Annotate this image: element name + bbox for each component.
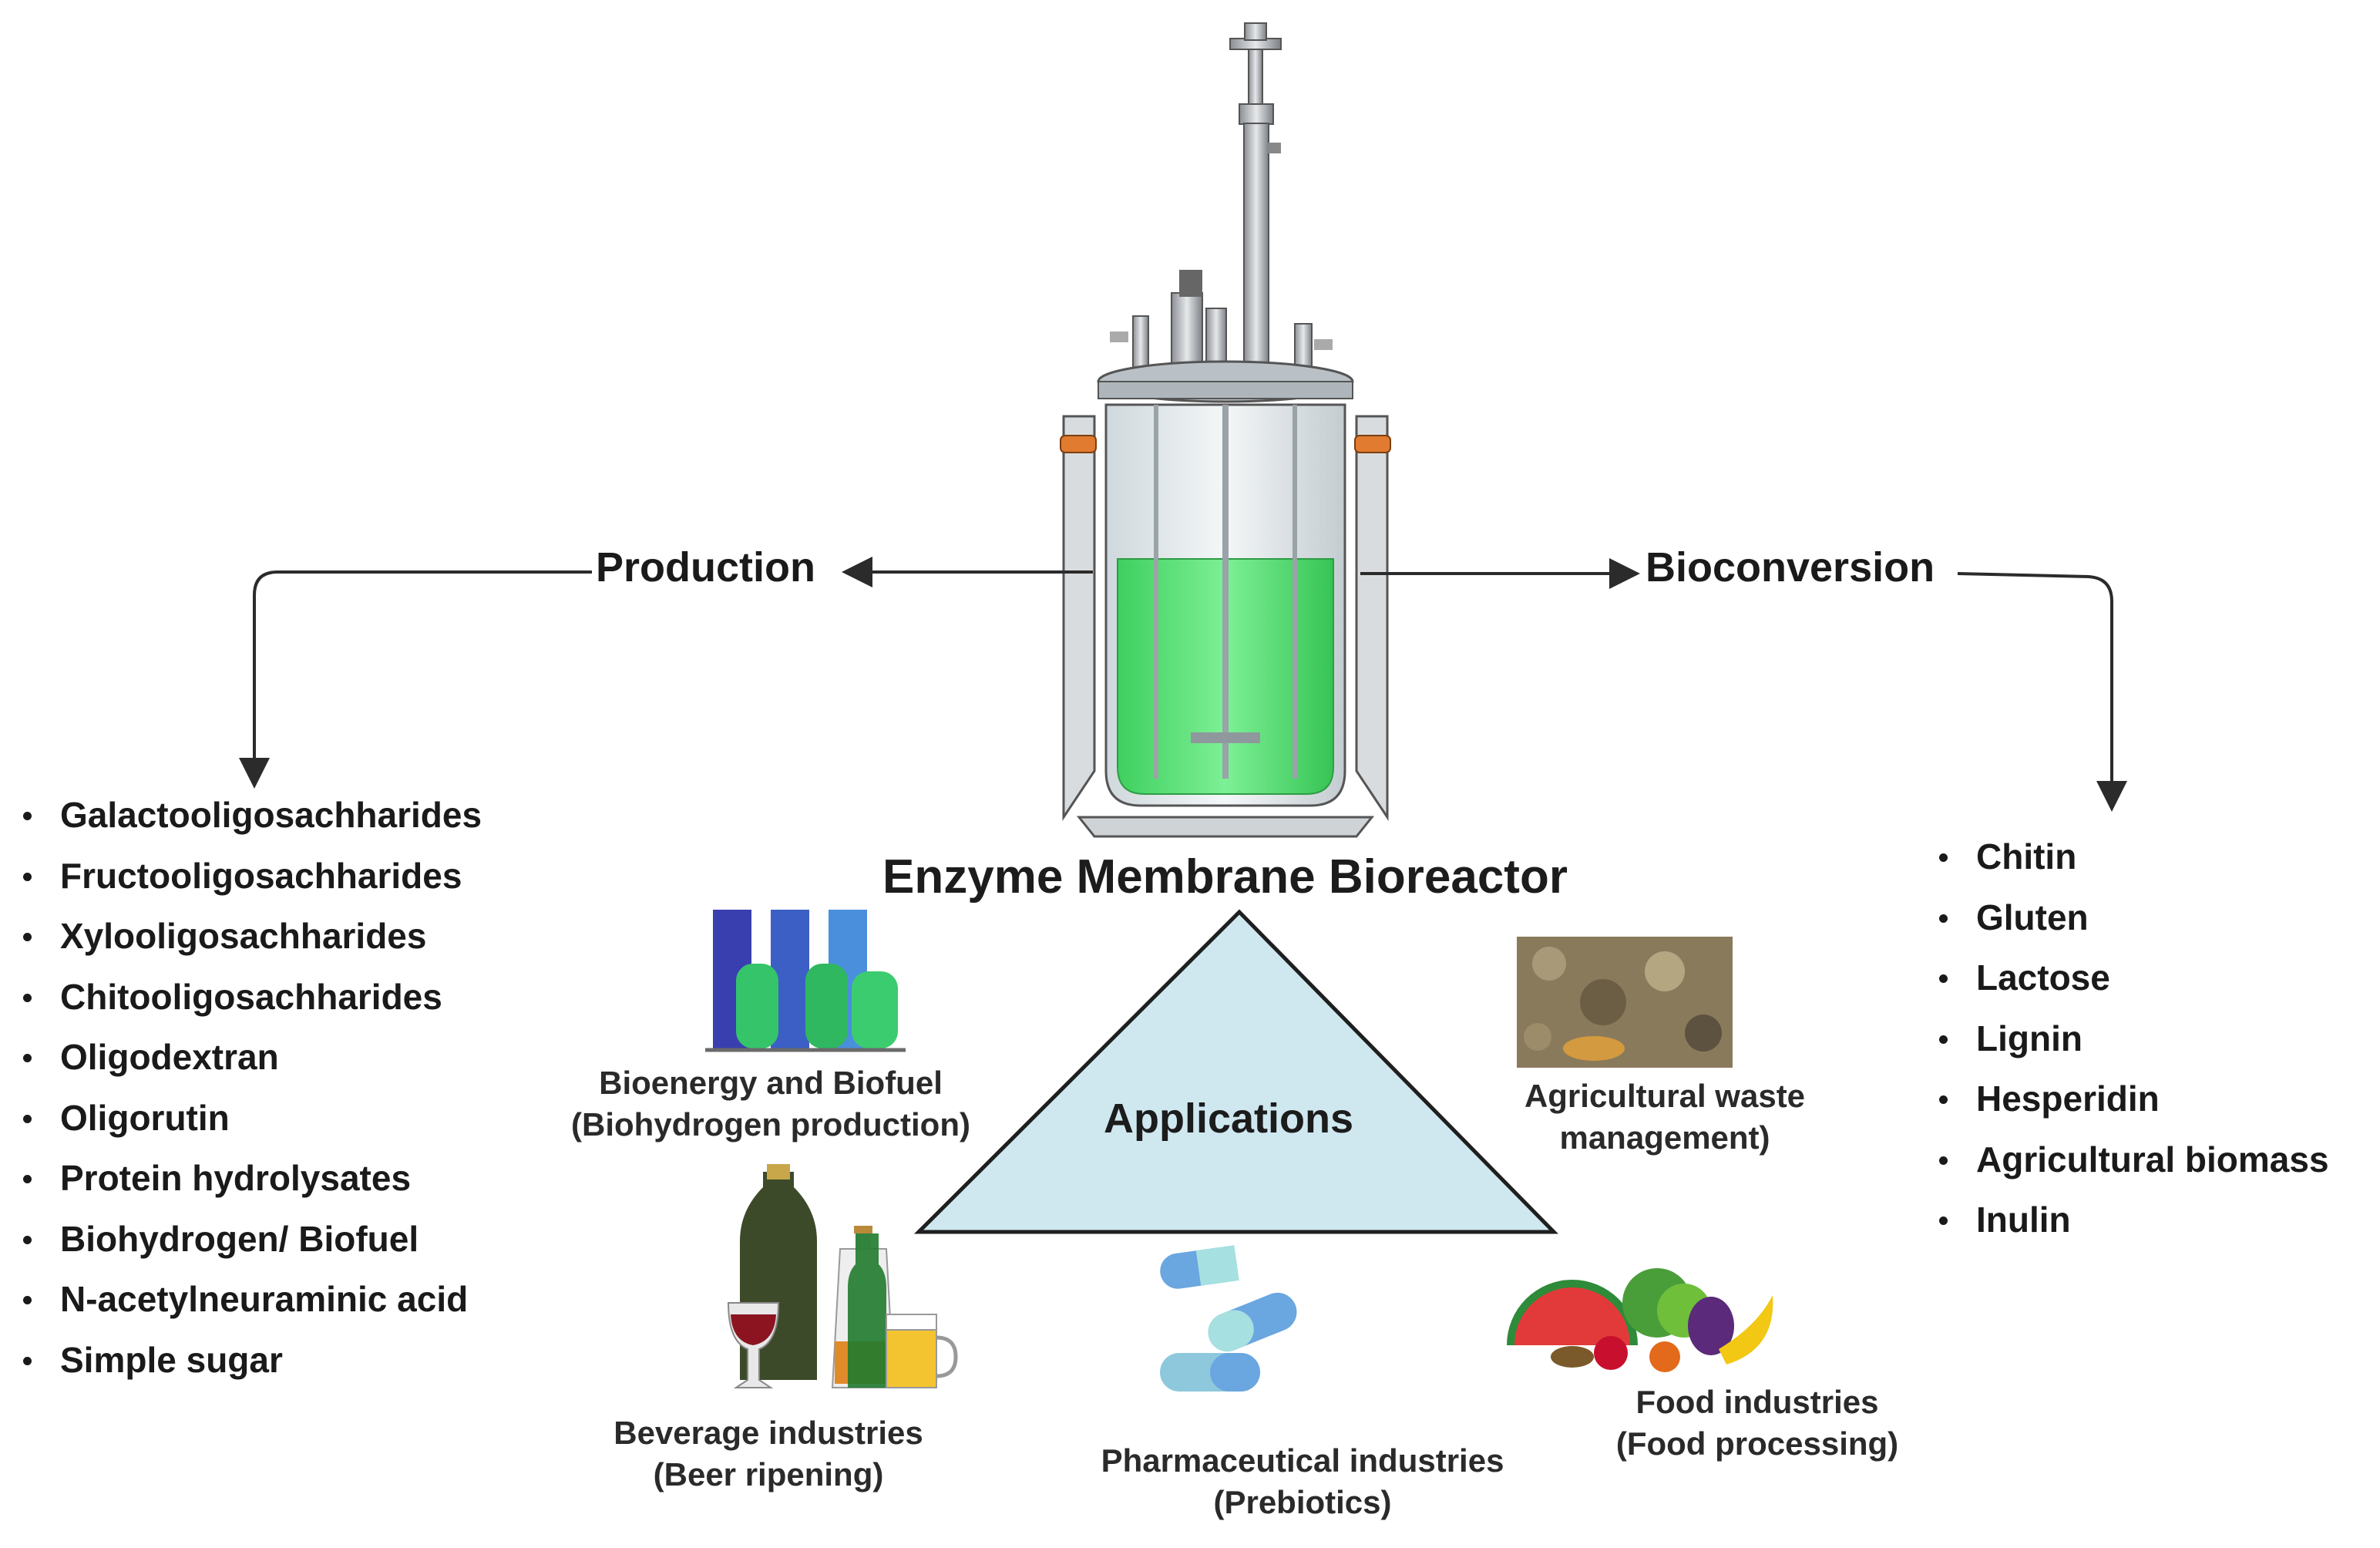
beverage-label: Beverage industries (Beer ripening) (587, 1412, 950, 1496)
list-item: Fructooligosachharides (17, 846, 482, 907)
beverage-line2: (Beer ripening) (653, 1456, 884, 1492)
list-item: Gluten (1933, 887, 2329, 948)
list-item: Biohydrogen/ Biofuel (17, 1209, 482, 1270)
pharma-line2: (Prebiotics) (1213, 1484, 1392, 1520)
bioreactor-title: Enzyme Membrane Bioreactor (882, 850, 1568, 904)
list-item: Protein hydrolysates (17, 1148, 482, 1209)
food-label: Food industries (Food processing) (1595, 1381, 1919, 1465)
list-item: Chitooligosachharides (17, 967, 482, 1028)
list-item: Agricultural biomass (1933, 1129, 2329, 1190)
capsules-icon (1160, 1245, 1297, 1392)
bioconversion-arrow (1360, 558, 2127, 812)
bioconversion-list: Chitin Gluten Lactose Lignin Hesperidin … (1933, 826, 2329, 1250)
food-line1: Food industries (1635, 1384, 1879, 1420)
applications-triangle (913, 909, 1558, 1234)
agri-waste-label: Agricultural waste management) (1495, 1075, 1834, 1159)
food-line2: (Food processing) (1615, 1425, 1899, 1462)
list-item: Oligorutin (17, 1088, 482, 1149)
list-item: N-acetylneuraminic acid (17, 1269, 482, 1330)
fruits-vegetables-icon (1507, 1268, 1773, 1372)
production-label: Production (596, 544, 815, 591)
pharma-line1: Pharmaceutical industries (1101, 1442, 1504, 1479)
beverage-bottles-icon (727, 1164, 958, 1388)
list-item: Simple sugar (17, 1330, 482, 1391)
bioenergy-label: Bioenergy and Biofuel (Biohydrogen produ… (551, 1062, 990, 1146)
bioreactor-illustration (1060, 22, 1391, 838)
bioconversion-label: Bioconversion (1645, 544, 1935, 591)
list-item: Chitin (1933, 826, 2329, 887)
applications-label: Applications (1104, 1095, 1354, 1142)
production-arrow (239, 557, 1093, 789)
agri-waste-line2: management) (1559, 1119, 1770, 1156)
bioenergy-line1: Bioenergy and Biofuel (599, 1065, 943, 1101)
list-item: Lactose (1933, 947, 2329, 1008)
list-item: Oligodextran (17, 1027, 482, 1088)
production-list: Galactooligosachharides Fructooligosachh… (17, 785, 482, 1390)
agri-waste-line1: Agricultural waste (1524, 1078, 1806, 1114)
bioenergy-line2: (Biohydrogen production) (571, 1106, 970, 1142)
list-item: Inulin (1933, 1190, 2329, 1250)
beverage-line1: Beverage industries (613, 1415, 923, 1451)
agricultural-waste-image (1517, 937, 1733, 1068)
pharma-label: Pharmaceutical industries (Prebiotics) (1071, 1440, 1534, 1523)
list-item: Hesperidin (1933, 1068, 2329, 1129)
list-item: Xylooligosachharides (17, 906, 482, 967)
gas-cylinders-icon (705, 910, 906, 1052)
list-item: Galactooligosachharides (17, 785, 482, 846)
list-item: Lignin (1933, 1008, 2329, 1069)
